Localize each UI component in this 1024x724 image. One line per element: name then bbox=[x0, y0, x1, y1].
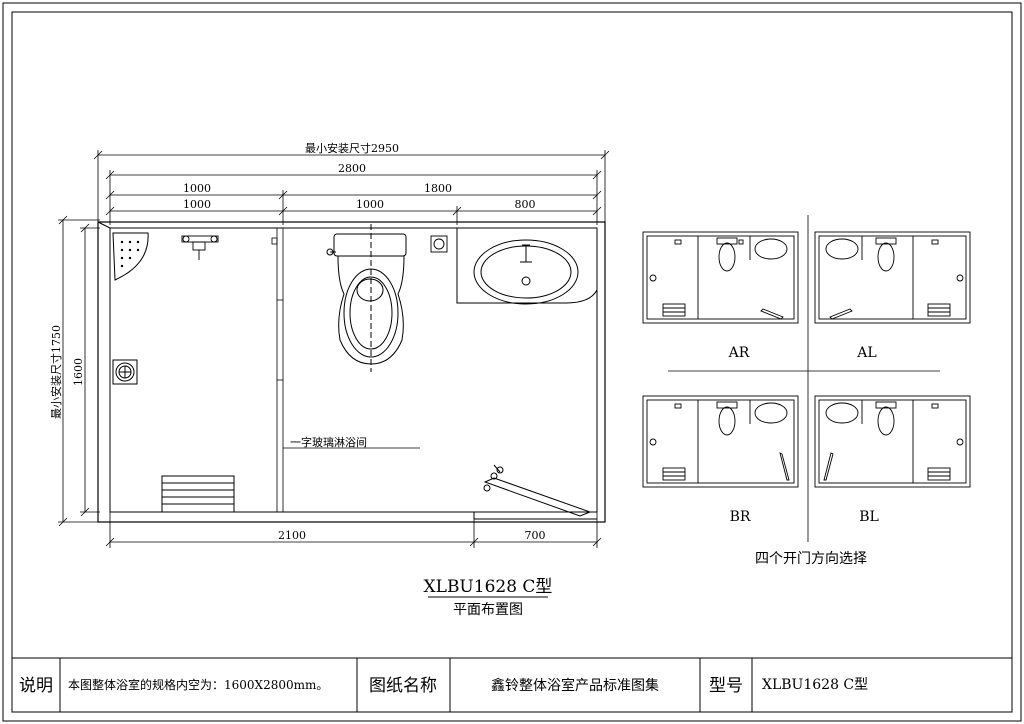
sheet-inner-border bbox=[11, 11, 1013, 713]
dim-min-install-width: 最小安装尺寸2950 bbox=[305, 141, 399, 155]
variant-br bbox=[642, 395, 799, 488]
title-block bbox=[12, 657, 1012, 712]
variant-al bbox=[814, 231, 971, 324]
title-note-label: 说明 bbox=[19, 676, 53, 696]
left-dimensions bbox=[58, 215, 100, 527]
toilet bbox=[326, 224, 407, 372]
small-drain bbox=[430, 235, 448, 253]
room-walls bbox=[97, 221, 606, 523]
title-model-label: 型号 bbox=[709, 676, 743, 696]
variant-label-bl: BL bbox=[859, 509, 879, 525]
wall-fixture bbox=[271, 237, 278, 245]
dim-right-inner: 800 bbox=[515, 198, 536, 211]
dim-total-width: 2800 bbox=[338, 162, 366, 175]
dim-depth: 1600 bbox=[72, 358, 85, 386]
dim-left-inner: 1000 bbox=[183, 198, 211, 211]
title-drawing-name: 鑫铃整体浴室产品标准图集 bbox=[491, 677, 659, 694]
bottom-dimensions bbox=[105, 512, 602, 548]
glass-shower-partition bbox=[276, 228, 420, 512]
corner-seat bbox=[112, 232, 149, 281]
title-model-value: XLBU1628 C型 bbox=[762, 677, 868, 693]
title-drawing-name-label: 图纸名称 bbox=[369, 676, 437, 696]
variants-caption: 四个开门方向选择 bbox=[755, 551, 867, 567]
dim-middle-inner: 1000 bbox=[356, 198, 384, 211]
variant-label-al: AL bbox=[856, 345, 876, 361]
main-plan: 最小安装尺寸2950 2800 1000 1800 1000 1000 800 … bbox=[49, 141, 610, 618]
dim-right-width: 1800 bbox=[424, 182, 452, 195]
shower-mixer bbox=[181, 235, 219, 260]
glass-shower-label: 一字玻璃淋浴间 bbox=[290, 435, 367, 449]
variant-label-ar: AR bbox=[728, 345, 750, 361]
title-note-text: 本图整体浴室的规格内空为：1600X2800mm。 bbox=[68, 677, 328, 692]
dim-min-install-depth: 最小安装尺寸1750 bbox=[49, 325, 63, 419]
variant-ar bbox=[642, 231, 799, 324]
top-dimensions bbox=[93, 150, 610, 225]
dim-bottom-left: 2100 bbox=[278, 529, 306, 542]
variant-label-br: BR bbox=[730, 509, 751, 525]
entrance-door bbox=[473, 464, 597, 520]
model-title: XLBU1628 C型 bbox=[424, 577, 553, 597]
plan-subtitle: 平面布置图 bbox=[453, 602, 523, 618]
dim-left-width: 1000 bbox=[183, 182, 211, 195]
floor-drain bbox=[112, 359, 138, 385]
sink-vanity bbox=[456, 228, 598, 305]
variant-separators bbox=[668, 215, 940, 542]
shower-stool bbox=[161, 475, 235, 513]
dim-bottom-right: 700 bbox=[525, 529, 546, 542]
variant-bl bbox=[814, 395, 971, 488]
